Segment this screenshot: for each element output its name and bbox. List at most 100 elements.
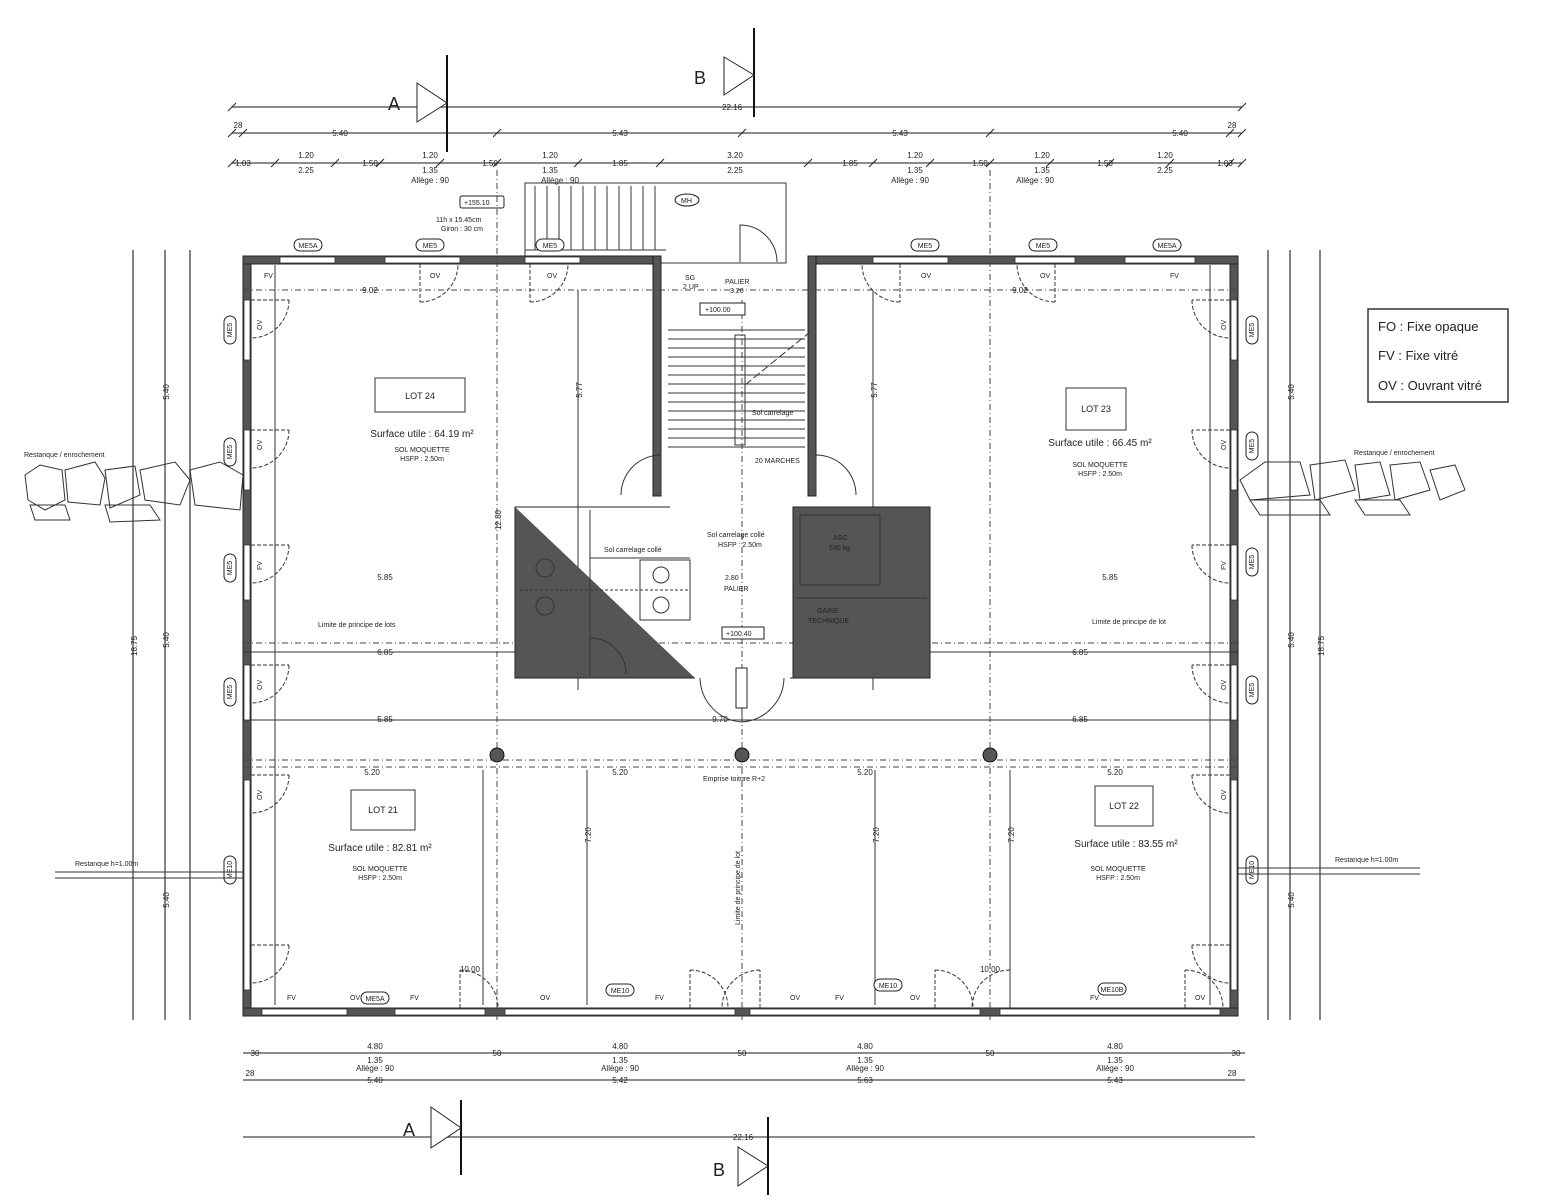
door-swing	[934, 969, 974, 1009]
dim-tick	[1237, 102, 1247, 112]
lot-floor: SOL MOQUETTE	[352, 866, 408, 873]
dim-tick	[227, 128, 237, 138]
window-type-label: OV	[1195, 995, 1205, 1002]
window-type-label: OV	[1221, 790, 1228, 800]
dim-label: 9.02	[362, 286, 378, 295]
svg-text:ME5A: ME5A	[365, 996, 384, 1003]
window-tag: ME10	[873, 978, 903, 992]
palier-dim: 2.80	[725, 575, 739, 582]
lot-21: LOT 21 Surface utile : 82.81 m² SOL MOQU…	[328, 789, 432, 882]
allege-label: Allège : 90	[601, 1064, 639, 1073]
outer-walls	[242, 255, 1239, 1017]
sol-carrelage-label: Sol carrelage	[752, 410, 793, 417]
window-tag: ME5	[1245, 547, 1259, 577]
dim-label: 28	[246, 1069, 255, 1078]
section-marker-a-bottom: A	[403, 1100, 462, 1175]
dim-label: 1.50	[972, 159, 988, 168]
dim-label: 2.25	[727, 166, 743, 175]
window-type-label: OV	[1221, 440, 1228, 450]
dim-label: 5.43	[612, 129, 628, 138]
dim-label: 1.20	[422, 151, 438, 160]
window-tag: ME10	[223, 855, 237, 885]
service-core: Sol carrelage collé Sol carrelage collé …	[514, 506, 931, 723]
window-tag: ME5	[1245, 431, 1259, 461]
dim-label: 12.80	[494, 509, 503, 530]
lot-floor: SOL MOQUETTE	[1072, 462, 1128, 469]
dim-tick	[375, 158, 385, 168]
dim-label: 28	[234, 121, 243, 130]
lot-name: LOT 23	[1081, 404, 1111, 414]
dim-label: 7.20	[1007, 827, 1016, 843]
window-type-label: OV	[257, 440, 264, 450]
exterior-stair: +155.10 11h x 15.45cm Giron : 30 cm MH	[436, 182, 787, 264]
allege-label: Allège : 90	[846, 1064, 884, 1073]
door-swing	[971, 969, 1011, 1009]
stair-spec: 11h x 15.45cm	[436, 217, 482, 224]
allege-label: Allège : 90	[891, 176, 929, 185]
dim-tick	[1105, 158, 1115, 168]
svg-text:ME5: ME5	[423, 243, 438, 250]
mh-tag: MH	[681, 198, 692, 205]
dim-label: 1.03	[235, 159, 251, 168]
dim-right-total: 18.75	[1317, 635, 1326, 656]
dim-bottom-total: 22.16	[733, 1133, 754, 1142]
palier-top-label: PALIER	[725, 279, 749, 286]
window-type-label: OV	[257, 320, 264, 330]
lot-hsfp: HSFP : 2.50m	[1078, 471, 1122, 478]
core-hsfp-label: HSFP : 2.50m	[718, 542, 762, 549]
dim-label: 5.43	[1107, 1076, 1123, 1085]
lift-load: 630 kg	[829, 545, 850, 552]
limit-lot-right: Limite de principe de lot	[1092, 619, 1166, 626]
dim-label: 5.42	[612, 1076, 628, 1085]
dim-tick	[868, 158, 878, 168]
dim-tick	[492, 158, 502, 168]
dim-tick	[227, 102, 237, 112]
dim-tick	[803, 158, 813, 168]
window-type-label: FV	[264, 273, 273, 280]
dim-label: 1.85	[612, 159, 628, 168]
bottom-dimensions: 22.16 304.80504.80504.80504.80301.35Allè…	[243, 1042, 1255, 1142]
legend-item-fo: FO : Fixe opaque	[1378, 319, 1478, 334]
dim-label: 1.35	[367, 1056, 383, 1065]
dim-label: 1.20	[542, 151, 558, 160]
door-swing	[459, 969, 499, 1009]
dim-label: 9.02	[1012, 286, 1028, 295]
lot-area: Surface utile : 83.55 m²	[1074, 839, 1178, 850]
dim-tick	[1225, 128, 1235, 138]
legend: FO : Fixe opaque FV : Fixe vitré OV : Ou…	[1367, 308, 1509, 403]
lot-hsfp: HSFP : 2.50m	[400, 456, 444, 463]
limit-lot-vertical: Limite de principe de lot	[735, 851, 742, 925]
dim-label: 6.85	[1072, 715, 1088, 724]
dim-label: 7.20	[872, 827, 881, 843]
legend-item-fv: FV : Fixe vitré	[1378, 348, 1458, 363]
window-type-label: OV	[1221, 680, 1228, 690]
window-type-label: OV	[921, 273, 931, 280]
dim-label: 1.35	[1107, 1056, 1123, 1065]
dim-tick	[435, 158, 445, 168]
window-tag: ME10	[605, 983, 635, 997]
dim-top-total: 22.16	[722, 103, 743, 112]
sol-colle-wc-label: Sol carrelage collé	[604, 547, 662, 554]
dim-label: 4.80	[367, 1042, 383, 1051]
level-palier: +100.40	[726, 631, 752, 638]
window-type-label: FV	[1221, 561, 1228, 570]
allege-label: Allège : 90	[1096, 1064, 1134, 1073]
column	[734, 747, 750, 763]
limit-lots-left: Limite de principe de lots	[318, 622, 396, 629]
window-type-label: FV	[835, 995, 844, 1002]
dim-label: 5.20	[857, 768, 873, 777]
emprise-label: Emprise toiture R+2	[703, 776, 765, 783]
allege-label: Allège : 90	[1016, 176, 1054, 185]
window-tag: ME5	[535, 238, 565, 252]
door-swing	[250, 944, 290, 984]
restanque-h-right: Restanque h=1.00m	[1335, 857, 1398, 864]
lot-area: Surface utile : 64.19 m²	[370, 429, 474, 440]
dim-tick	[1225, 158, 1235, 168]
dim-label: 50	[986, 1049, 995, 1058]
dim-label: 5.43	[892, 129, 908, 138]
dim-tick	[1045, 158, 1055, 168]
door-swing	[529, 263, 569, 303]
door-swing	[1191, 544, 1231, 584]
restanque-h-left: Restanque h=1.00m	[75, 861, 138, 868]
dim-tick	[573, 158, 583, 168]
